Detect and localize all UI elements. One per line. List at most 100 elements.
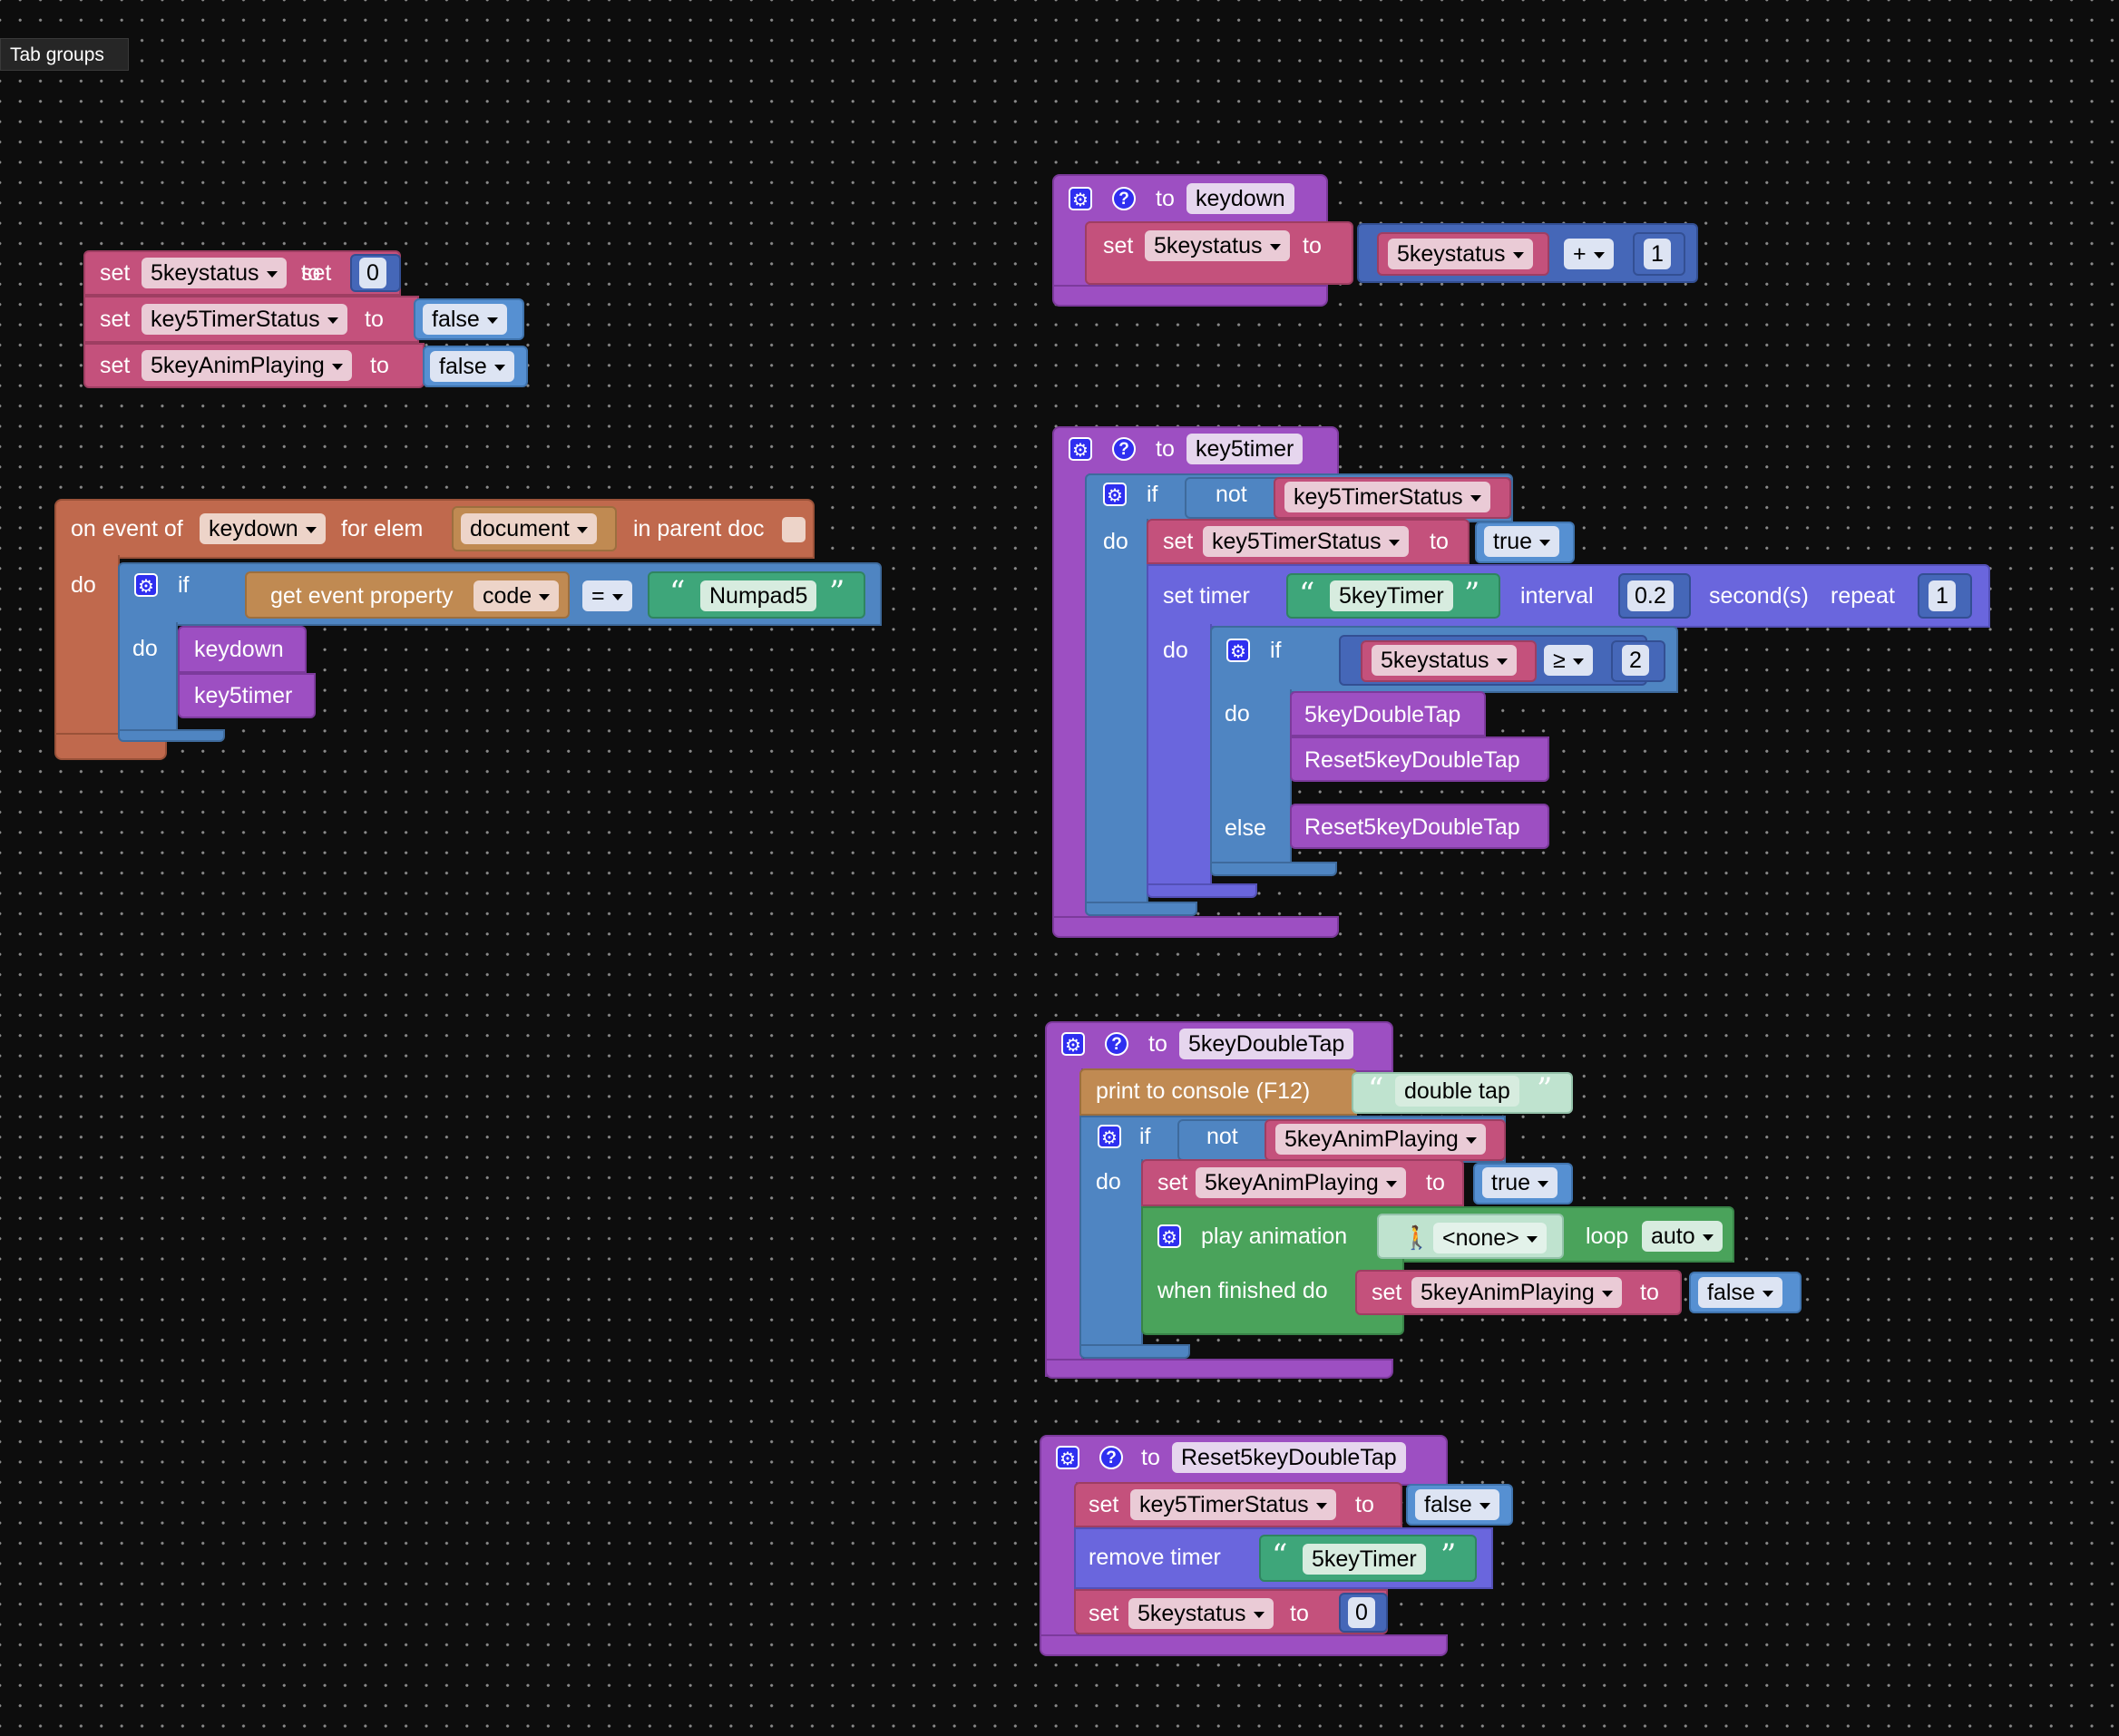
compare-value[interactable]: 2 [1622,645,1649,676]
variable-dropdown[interactable]: 5keystatus [1372,645,1517,676]
set-timer-body [1147,624,1212,891]
gear-icon[interactable]: ⚙ [1103,483,1127,506]
number-value[interactable]: 0 [359,258,386,288]
element-dropdown[interactable]: document [461,513,597,544]
variable-dropdown[interactable]: 5keyAnimPlaying [142,350,352,381]
variable-dropdown[interactable]: key5TimerStatus [1130,1489,1336,1520]
if-block-body [118,622,178,735]
operator: ≥ [1553,648,1566,673]
interval-label: interval [1520,583,1594,609]
variable-dropdown[interactable]: 5keystatus [1388,239,1533,269]
chevron-down-icon [1538,1180,1549,1187]
variable-dropdown[interactable]: 5keystatus [1145,230,1290,261]
math-operator-dropdown[interactable]: + [1564,239,1614,269]
print-block[interactable] [1079,1068,1357,1116]
open-quote-icon: “ [1299,576,1315,612]
call-5keydoubletap-block[interactable] [1290,691,1486,736]
set-label: set [1089,1492,1119,1517]
tab-groups-button[interactable]: Tab groups [0,38,129,71]
help-icon[interactable]: ? [1099,1446,1123,1469]
to-label: to [365,307,384,332]
number-value[interactable]: 0 [1348,1597,1375,1628]
variable-name: 5keyAnimPlaying [1205,1170,1379,1195]
gear-icon[interactable]: ⚙ [1069,187,1092,210]
gear-icon[interactable]: ⚙ [1061,1032,1085,1056]
variable-dropdown[interactable]: 5keyAnimPlaying [1275,1124,1486,1155]
call-reset5keydoubletap-block[interactable] [1290,804,1549,849]
variable-dropdown[interactable]: key5TimerStatus [1203,526,1409,557]
boolean-dropdown[interactable]: false [1698,1277,1782,1308]
function-body [1040,1482,1078,1645]
variable-name: 5keyAnimPlaying [1421,1280,1595,1305]
help-icon[interactable]: ? [1105,1032,1128,1056]
print-value[interactable]: double tap [1395,1076,1519,1107]
gear-icon[interactable]: ⚙ [1098,1125,1121,1148]
property-dropdown[interactable]: code [474,580,560,611]
timer-name[interactable]: 5keyTimer [1330,580,1453,611]
set-label: set [1163,529,1194,554]
if-else-bottom [1210,862,1337,876]
function-name[interactable]: Reset5keyDoubleTap [1172,1442,1406,1473]
interval-value[interactable]: 0.2 [1627,580,1674,611]
compare-operator-dropdown[interactable]: = [582,580,632,611]
gear-icon[interactable]: ⚙ [1069,437,1092,461]
repeat-label: repeat [1831,583,1895,609]
variable-name: 5keyAnimPlaying [1284,1126,1459,1152]
walk-icon: 🚶 [1402,1225,1431,1251]
gear-icon[interactable]: ⚙ [1157,1224,1181,1248]
boolean-value: false [1424,1492,1472,1517]
chevron-down-icon [1572,658,1584,665]
variable-dropdown[interactable]: 5keystatus [1128,1598,1274,1629]
to-label: to [370,353,389,378]
boolean-dropdown[interactable]: false [1415,1489,1499,1520]
function-name[interactable]: key5timer [1186,434,1304,464]
loop-dropdown[interactable]: auto [1642,1221,1723,1252]
chevron-down-icon [1601,1290,1613,1297]
set-label: set [1089,1601,1119,1626]
chevron-down-icon [1315,1502,1327,1509]
function-name[interactable]: 5keyDoubleTap [1179,1029,1354,1059]
gear-icon[interactable]: ⚙ [134,573,158,597]
to-label: to [301,260,320,286]
number-value[interactable]: 1 [1644,239,1671,269]
boolean-dropdown[interactable]: false [423,304,507,335]
loop-value: auto [1651,1224,1695,1249]
call-reset5keydoubletap-block[interactable] [1290,736,1549,782]
gear-icon[interactable]: ⚙ [1226,639,1250,662]
animation-dropdown[interactable]: <none> [1433,1223,1547,1253]
timer-name[interactable]: 5keyTimer [1303,1544,1426,1575]
function-name[interactable]: keydown [1186,183,1294,214]
variable-name: key5TimerStatus [1294,484,1463,510]
help-icon[interactable]: ? [1112,187,1136,210]
if-block-body [1085,519,1148,909]
boolean-dropdown[interactable]: true [1482,1167,1558,1198]
variable-dropdown[interactable]: key5TimerStatus [1284,482,1490,512]
repeat-value[interactable]: 1 [1929,580,1956,611]
variable-name: key5TimerStatus [151,307,320,332]
variable-dropdown[interactable]: 5keyAnimPlaying [1411,1277,1622,1308]
help-icon[interactable]: ? [1112,437,1136,461]
string-value[interactable]: Numpad5 [700,580,817,611]
call-keydown-block[interactable] [178,626,307,673]
in-parent-doc-checkbox[interactable] [782,517,806,542]
call-label: Reset5keyDoubleTap [1304,814,1520,840]
set-key5timerstatus-block[interactable] [1147,519,1470,564]
for-elem-label: for elem [341,516,424,541]
event-handler-block[interactable] [54,499,815,559]
call-key5timer-block[interactable] [178,673,316,718]
gear-icon[interactable]: ⚙ [1056,1446,1079,1469]
variable-dropdown[interactable]: 5keyAnimPlaying [1196,1167,1406,1198]
to-label: set [301,260,332,286]
event-dropdown[interactable]: keydown [200,513,326,544]
do-label: do [1103,529,1128,554]
variable-dropdown[interactable]: 5keystatus [142,258,287,288]
compare-operator-dropdown[interactable]: ≥ [1544,645,1593,676]
variable-dropdown[interactable]: key5TimerStatus [142,304,347,335]
boolean-dropdown[interactable]: true [1484,526,1560,557]
loop-label: loop [1586,1224,1629,1249]
set-label: set [100,353,131,378]
do-label: do [132,636,158,661]
boolean-dropdown[interactable]: false [430,351,514,382]
in-parent-doc-label: in parent doc [633,516,765,541]
do-label: do [1163,638,1188,663]
